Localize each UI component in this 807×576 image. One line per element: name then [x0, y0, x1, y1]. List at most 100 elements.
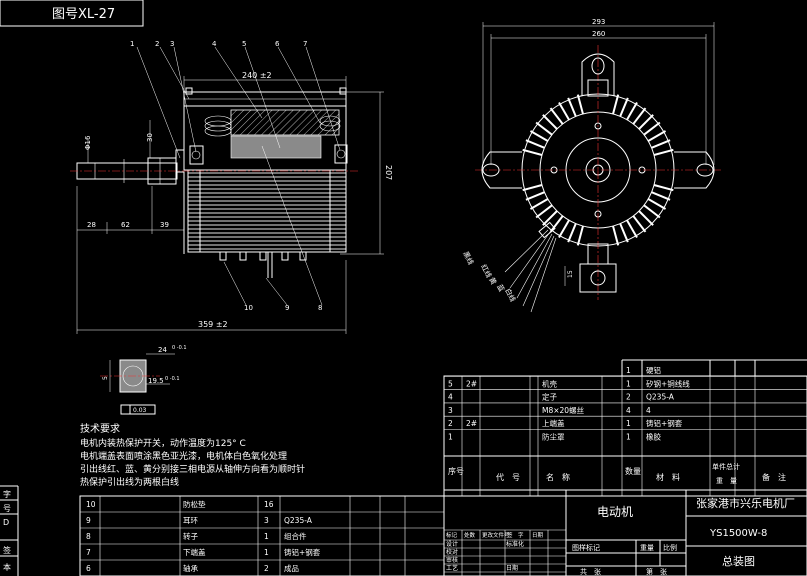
bom-upper-no: 2 [448, 419, 453, 428]
bom-upper-qty: 1 [626, 433, 631, 442]
dim-shaft-diameter: Φ16 [84, 135, 92, 150]
tech-title: 技术要求 [80, 422, 120, 435]
fin [576, 94, 584, 115]
bom-lower-qty: 1 [264, 548, 269, 557]
wire-yellow: 黄 [487, 276, 498, 286]
tech-line-4: 热保护引出线为两根白线 [80, 476, 179, 488]
end-shield [175, 106, 185, 254]
dim-30: 30 [146, 133, 154, 142]
fin [549, 107, 564, 125]
callout-2: 2 [155, 40, 159, 48]
fin [638, 210, 654, 226]
wire-labels: 黑线 红线 黄 蓝 白线 [461, 250, 518, 304]
tb-date: 日期 [506, 564, 518, 572]
drawing-number: 图号XL-27 [52, 7, 115, 22]
dim-260: 260 [592, 30, 605, 38]
tb-role-design: 设计 [446, 540, 458, 548]
tb-std: 标准化 [506, 540, 524, 548]
fin [567, 97, 577, 117]
fin [576, 225, 584, 246]
bom-upper-material: 矽钢+铜线线 [646, 378, 690, 388]
bom-lower-material: 铸铝+钢套 [284, 547, 321, 557]
tb-role-process: 工艺 [446, 564, 458, 572]
bom-lower-no: 10 [86, 500, 96, 509]
bom-upper-material: 硬铝 [646, 365, 661, 375]
fin [612, 225, 620, 246]
rotor-lamination [230, 135, 322, 159]
callout-6: 6 [275, 40, 280, 48]
dim-62: 62 [121, 221, 130, 229]
callout-7: 7 [303, 40, 307, 48]
winding-left [204, 115, 232, 137]
fin [647, 198, 667, 210]
fin [522, 148, 543, 156]
key-dim-24: 24 [158, 346, 167, 354]
tb-drawing-type: 总装图 [722, 554, 755, 568]
callout-leaders [136, 46, 341, 306]
fin [535, 121, 553, 136]
fin [529, 198, 549, 210]
bearing-bottom [189, 145, 204, 165]
tb-sheets: 共 张 [580, 567, 601, 576]
fin [651, 139, 671, 149]
fin [651, 191, 671, 201]
tb-rev-count: 处数 [464, 531, 476, 539]
strip-3: D [3, 518, 9, 527]
callout-3: 3 [170, 40, 174, 48]
bom-lower-table [79, 495, 445, 576]
fin [542, 114, 558, 130]
bom-lower-name: 耳环 [183, 516, 198, 525]
fin [525, 139, 545, 149]
bom-upper-qty: 1 [626, 366, 631, 375]
tb-role-check: 校对 [446, 548, 458, 556]
bom-lower-material: 组合件 [284, 531, 307, 541]
front-section-view: 240 ±2 207 28 62 39 359 ±2 Φ16 30 [70, 40, 393, 334]
bom-upper-qty: 1 [626, 419, 631, 428]
key-dim-5: 5 [102, 376, 109, 380]
bom-lower-name: 防松垫 [183, 499, 206, 509]
mounting-ear-top [581, 53, 615, 97]
callout-4: 4 [212, 40, 217, 48]
title-block: 电动机 张家港市兴乐电机厂 YS1500W-8 总装图 图样标记 重量 比例 共… [443, 489, 807, 576]
bom-upper-name: M8×20螺丝 [542, 405, 585, 415]
technical-requirements: 技术要求 电机内装热保护开关，动作温度为125° C 电机端盖表面喷涂黑色亚光漆… [80, 422, 305, 488]
tb-company: 张家港市兴乐电机厂 [696, 496, 795, 510]
tb-rev-sign: 签 字 [507, 531, 524, 539]
tb-scale-label: 比例 [663, 543, 677, 552]
tb-rev-mark: 标记 [446, 531, 458, 539]
tech-line-3: 引出线红、蓝、黄分别接三相电源从轴伸方向看为顺时针 [80, 463, 305, 475]
callout-5: 5 [242, 40, 246, 48]
mounting-ear-right [674, 151, 715, 189]
bom-h-material: 材 料 [656, 472, 680, 482]
fin [567, 223, 577, 243]
fin [643, 204, 661, 219]
strip-4: 签 [3, 545, 11, 555]
fin [638, 114, 654, 130]
fin [632, 107, 647, 125]
tb-role-review: 审核 [446, 556, 458, 564]
bom-upper-no: 5 [448, 379, 453, 388]
fin [549, 215, 564, 233]
tb-model: YS1500W-8 [709, 528, 767, 539]
bom-lower-qty: 2 [264, 564, 269, 573]
key-dim-19-tol: 0 -0.1 [165, 376, 180, 382]
drawing-number-box: 图号XL-27 [0, 0, 144, 27]
bom-lower-name: 下端盖 [183, 547, 206, 557]
fin [653, 148, 674, 156]
bom-lower-no: 6 [86, 564, 91, 573]
bom-h-weight-sub: 重 量 [716, 477, 737, 485]
dim-top-width: 240 ±2 [242, 71, 272, 80]
tech-line-2: 电机端盖表面喷涂黑色亚光漆，电机体白色氧化处理 [80, 450, 287, 462]
bom-upper-code: 2# [466, 419, 477, 428]
tb-product: 电动机 [597, 505, 633, 519]
bom-lower-no: 9 [86, 516, 91, 525]
bom-header-row: 序号 代 号 名 称 数量 材 料 单件总计 重 量 备 注 [444, 455, 807, 485]
fin [647, 130, 667, 142]
bom-lower-name: 轴承 [183, 563, 198, 573]
fin [632, 215, 647, 233]
fin [653, 184, 674, 192]
bom-h-no: 序号 [448, 466, 464, 476]
bom-upper-qty: 2 [626, 393, 631, 402]
